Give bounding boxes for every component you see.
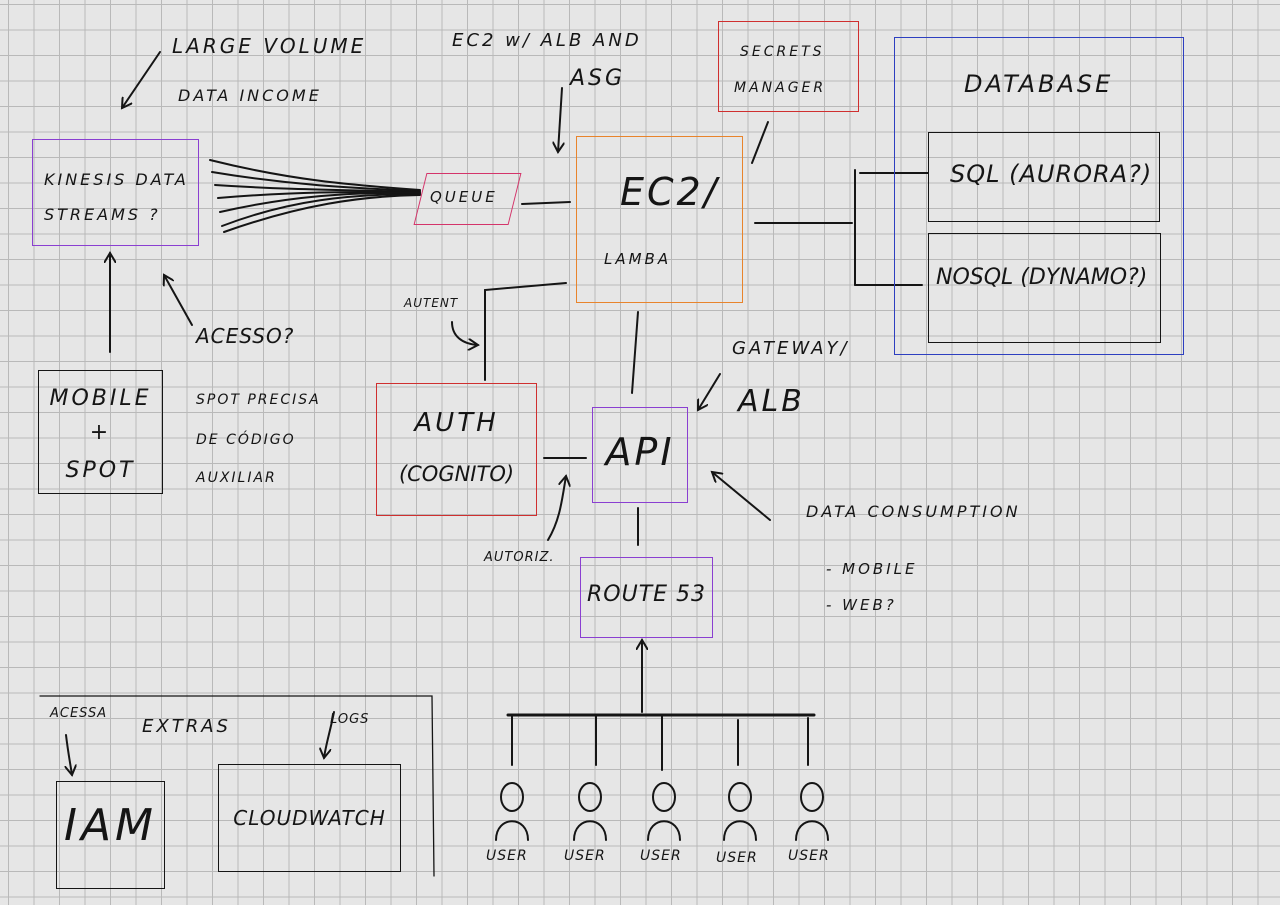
extras-title: EXTRAS (142, 716, 231, 737)
queue-label: QUEUE (430, 188, 498, 206)
data-stream-lines (209, 159, 421, 233)
mobile-spot-box (38, 370, 163, 494)
route53-label: ROUTE 53 (586, 582, 707, 607)
alb-note: ALB (738, 384, 805, 419)
secrets-label-line2: MANAGER (734, 80, 827, 96)
api-label: API (605, 430, 675, 474)
database-title: DATABASE (964, 70, 1114, 98)
user-label: USER (486, 848, 528, 864)
spot-note-line1: SPOT PRECISA (196, 392, 321, 408)
lambda-label: LAMBA (604, 250, 672, 268)
user-label: USER (640, 848, 682, 864)
cloudwatch-box (218, 764, 401, 872)
mobile-spot-line3: SPOT (65, 458, 136, 483)
data-income-note: DATA INCOME (178, 86, 322, 105)
user-label: USER (716, 850, 758, 866)
gateway-arrow (698, 373, 721, 410)
user-figure (795, 782, 829, 841)
route53-box (580, 557, 713, 638)
ec2-alb-note: EC2 w/ ALB AND (452, 30, 642, 51)
asg-arrow (558, 87, 562, 152)
gateway-note: GATEWAY/ (732, 338, 850, 359)
ec2-label: EC2/ (620, 170, 720, 214)
auth-ec2-line (484, 282, 567, 381)
spot-note-line3: AUXILIAR (196, 470, 277, 486)
data-consumption-arrow (712, 472, 771, 521)
autoriz-note: AUTORIZ. (484, 550, 555, 565)
sql-label: SQL (AURORA?) (950, 160, 1153, 188)
secrets-ec2-line (751, 121, 769, 164)
kinesis-label-line1: KINESIS DATA (44, 170, 189, 189)
secrets-box (718, 21, 859, 112)
extras-frame (39, 695, 435, 877)
cloudwatch-label: CLOUDWATCH (233, 806, 386, 830)
kinesis-box (32, 139, 199, 246)
acessa-note: ACESSA (50, 706, 108, 721)
web-consumer-note: - WEB? (826, 596, 897, 614)
user-figure (495, 782, 529, 841)
nosql-label: NOSQL (DYNAMO?) (936, 265, 1148, 290)
acessa-arrow (66, 734, 72, 775)
auth-label-line2: (COGNITO) (398, 462, 515, 486)
data-consumption-note: DATA CONSUMPTION (806, 502, 1021, 521)
autent-arrow (451, 321, 478, 345)
auth-box (376, 383, 537, 516)
user-figures (495, 782, 829, 841)
user-figure (573, 782, 607, 841)
acesso-note: ACESSO? (196, 324, 295, 348)
user-label: USER (788, 848, 830, 864)
mobile-spot-line1: MOBILE (49, 386, 152, 411)
iam-box (56, 781, 165, 889)
large-volume-note: LARGE VOLUME (172, 34, 367, 58)
queue-ec2-line (521, 201, 571, 205)
api-ec2-line (631, 311, 639, 394)
user-figure (647, 782, 681, 841)
kinesis-label-line2: STREAMS ? (44, 205, 161, 224)
nosql-box (928, 233, 1161, 343)
ec2-box (576, 136, 743, 303)
sql-box (928, 132, 1160, 222)
mobile-spot-line2: + (89, 420, 112, 445)
secrets-label-line1: SECRETS (740, 44, 825, 60)
user-label: USER (564, 848, 606, 864)
api-box (592, 407, 688, 503)
large-volume-arrow (122, 51, 161, 108)
autent-note: AUTENT (404, 296, 459, 310)
asg-note: ASG (570, 66, 626, 91)
autoriz-arrow (547, 476, 566, 541)
mobile-consumer-note: - MOBILE (826, 560, 918, 578)
database-box (894, 37, 1184, 355)
logs-arrow (324, 711, 335, 758)
logs-note: LOGS (330, 712, 370, 727)
iam-label: IAM (63, 800, 158, 851)
auth-label-line1: AUTH (414, 408, 499, 438)
user-figure (723, 782, 757, 841)
acesso-arrow (164, 275, 193, 326)
spot-note-line2: DE CÓDIGO (196, 432, 296, 448)
